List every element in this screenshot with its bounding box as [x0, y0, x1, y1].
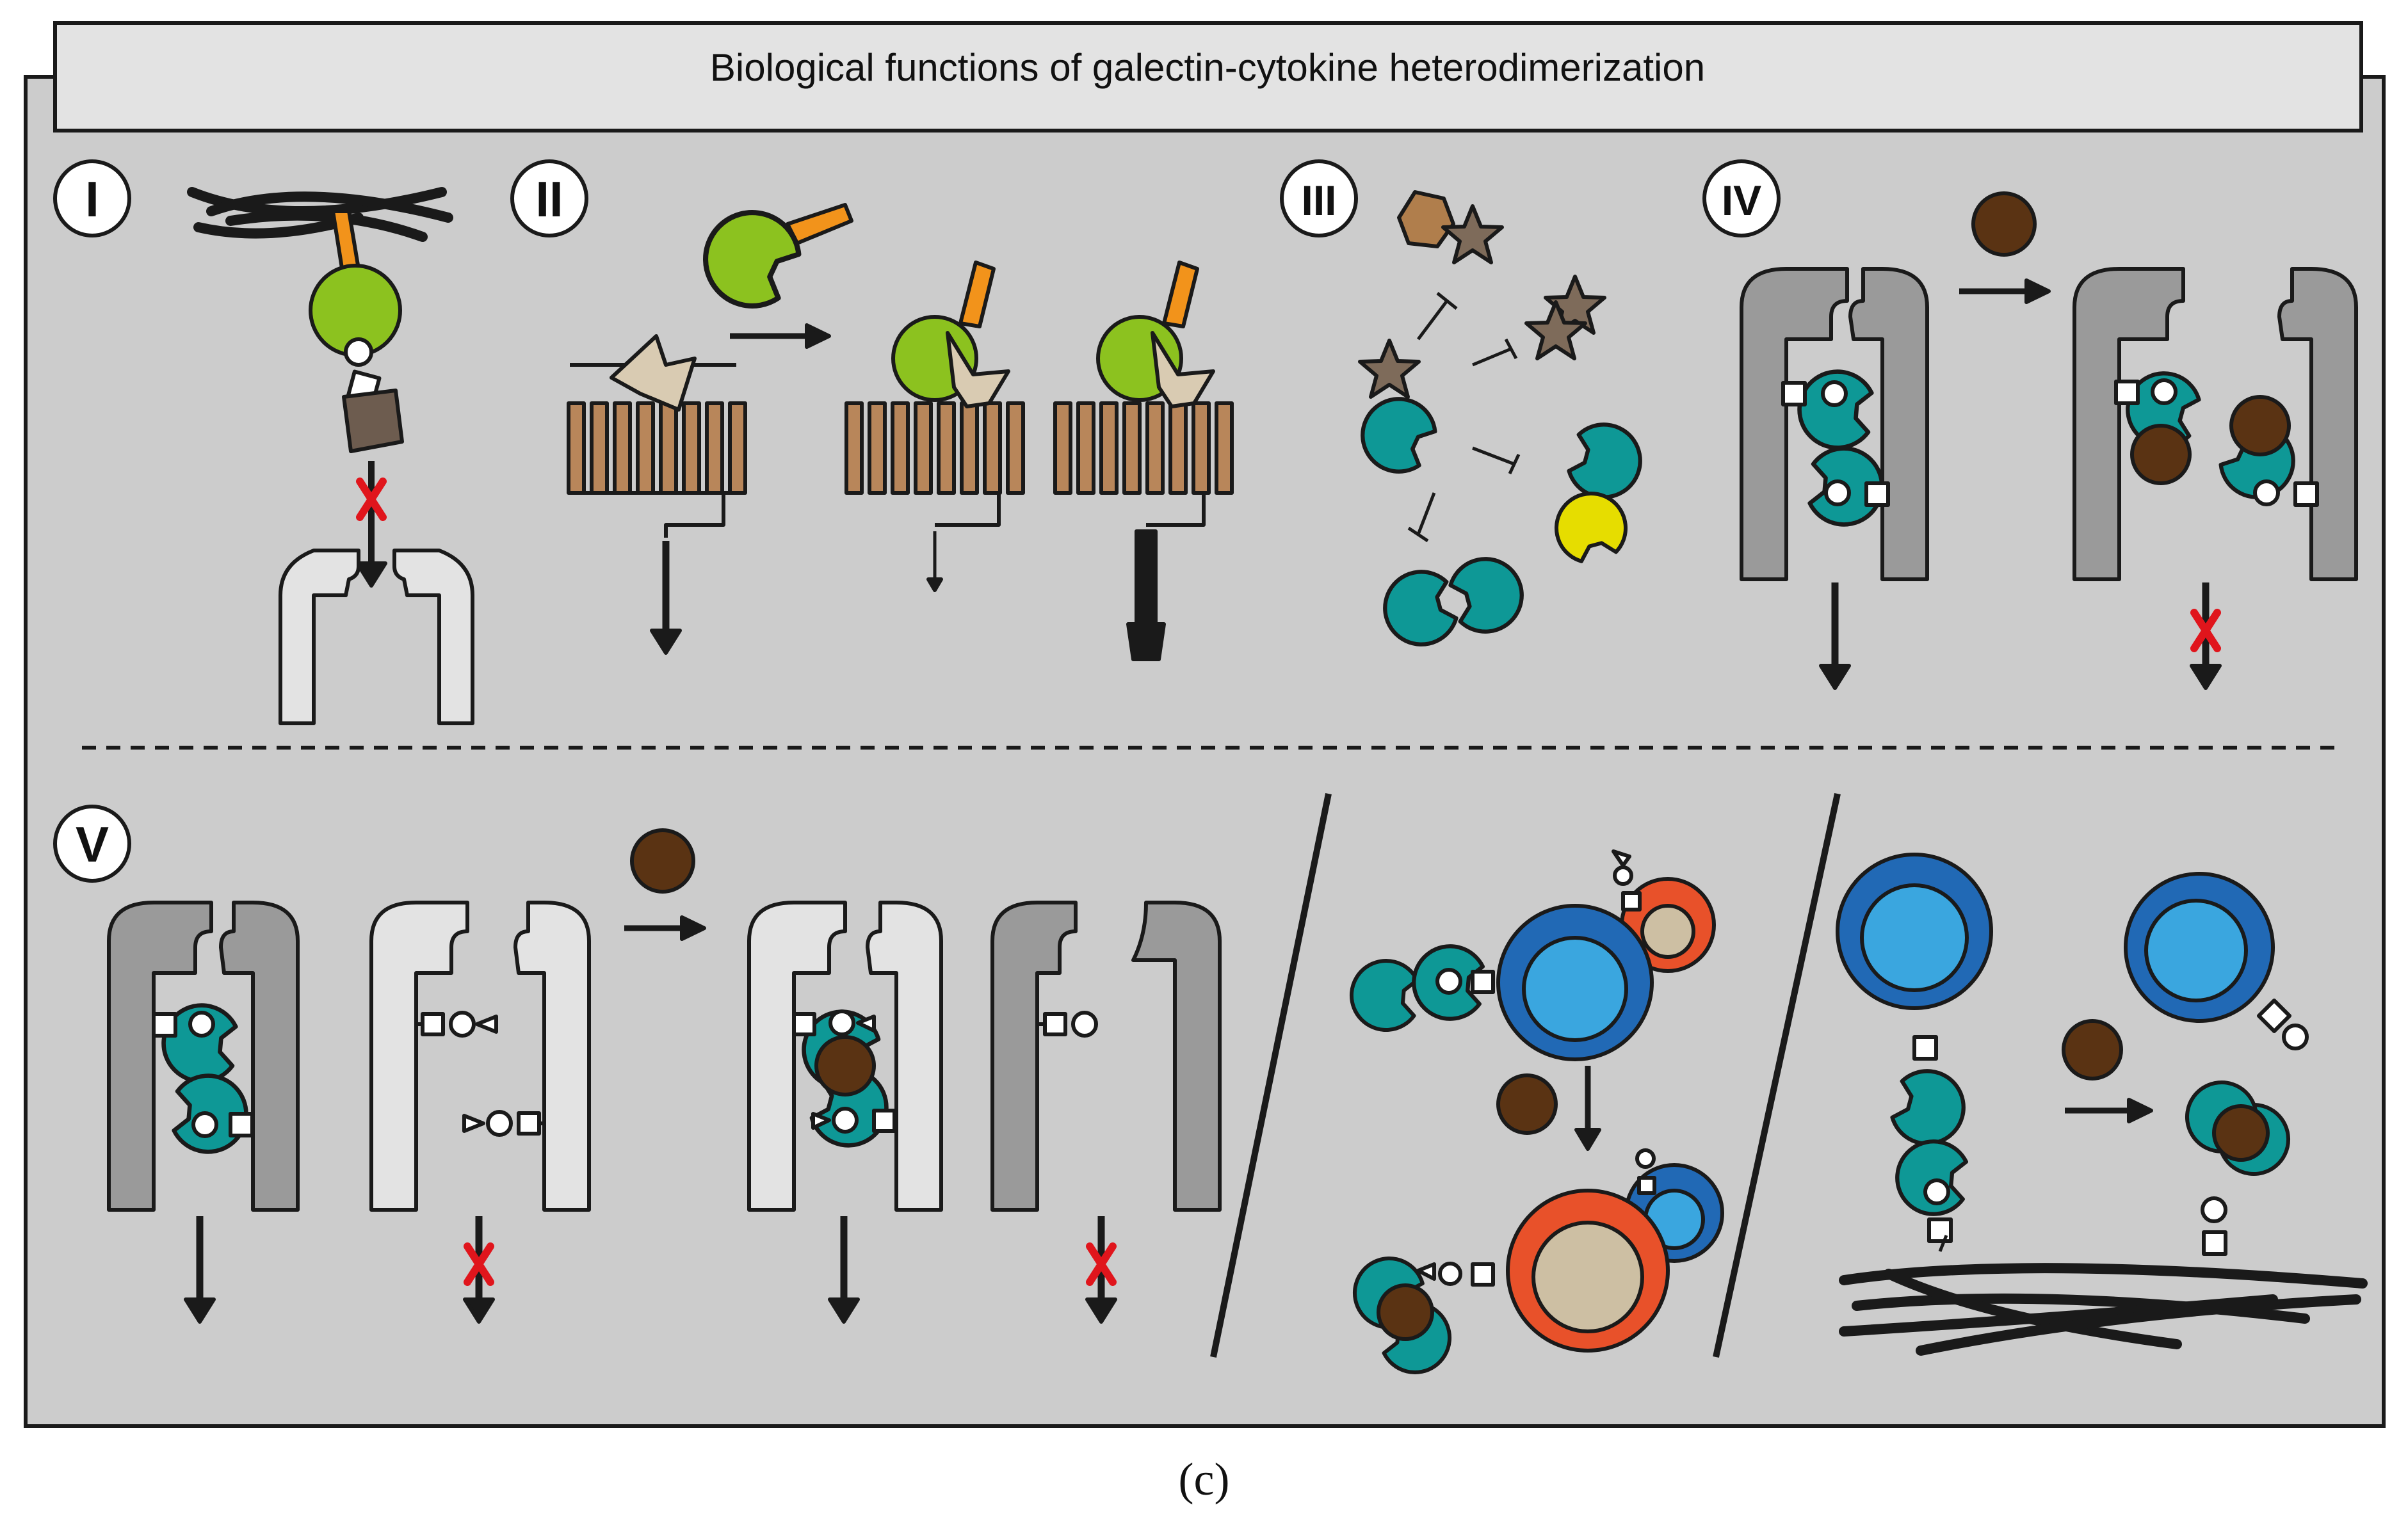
svg-text:III: III	[1301, 177, 1336, 224]
teal-cytokine-complex-v	[790, 998, 900, 1159]
figure-caption: (c)	[1178, 1454, 1230, 1505]
receptor-light	[279, 549, 474, 725]
diagonal-separator-1	[1210, 792, 1332, 1358]
receptor-v-light-1	[369, 901, 591, 1212]
cell-interaction-top	[1337, 849, 1716, 1061]
hexagon-chemokine	[1397, 190, 1455, 248]
signal-arrow-weak	[926, 531, 943, 592]
signal-arrow-1	[650, 541, 682, 655]
brown-cytokine-iv	[1971, 191, 2037, 257]
brown-cytokine-cell	[1496, 1073, 1558, 1135]
released-complex	[2181, 1077, 2298, 1256]
panel-label-iii: III	[1280, 159, 1358, 237]
block-arrow	[355, 461, 387, 588]
panel-label-iv: IV	[1702, 159, 1781, 237]
signal-arrow-strong	[1126, 529, 1166, 661]
svg-text:I: I	[85, 171, 99, 227]
glycans-v-light	[416, 1011, 544, 1137]
ecm-binding	[1836, 853, 2368, 1356]
receptor-v-light-2	[747, 901, 943, 1212]
panel-ii	[567, 200, 1234, 661]
gpcr-2	[844, 261, 1025, 527]
gpcr-1	[567, 334, 747, 538]
receptor-v-dark-1	[107, 901, 300, 1212]
panel-iii	[1352, 190, 1653, 657]
receptor-iv-inactive	[2073, 267, 2358, 581]
brown-receptor-tag	[342, 389, 404, 453]
panel-label-v: V	[53, 805, 131, 883]
glycan-circle	[344, 337, 373, 367]
brown-cytokine-ecm	[2062, 1019, 2123, 1080]
cell-interaction-bottom	[1342, 1148, 1724, 1386]
title-box	[53, 21, 2363, 133]
glycans-v-dark	[1037, 1011, 1098, 1038]
released-cell	[2124, 872, 2309, 1050]
teal-dimer-iv	[1781, 356, 1898, 540]
inhibition-marks	[1407, 292, 1521, 543]
teal-cytokine-complex-iv	[2115, 360, 2319, 508]
receptor-v-dark-2	[990, 901, 1222, 1212]
signal-arrow-iv	[1819, 582, 1851, 690]
svg-text:II: II	[535, 171, 563, 227]
diagonal-separator-2	[1713, 792, 1841, 1358]
diagram-title: Biological functions of galectin-cytokin…	[710, 46, 1705, 89]
gpcr-3	[1053, 261, 1234, 527]
svg-text:V: V	[76, 816, 109, 872]
panel-label-i: I	[53, 159, 131, 237]
panel-v	[107, 792, 2368, 1386]
panel-i	[187, 187, 474, 725]
panel-iv	[1740, 191, 2358, 690]
panel-label-ii: II	[510, 159, 588, 237]
brown-cytokine-v	[630, 828, 695, 894]
receptor-iv-active	[1740, 267, 1929, 581]
svg-text:IV: IV	[1722, 177, 1761, 224]
teal-dimer-v	[148, 990, 261, 1167]
